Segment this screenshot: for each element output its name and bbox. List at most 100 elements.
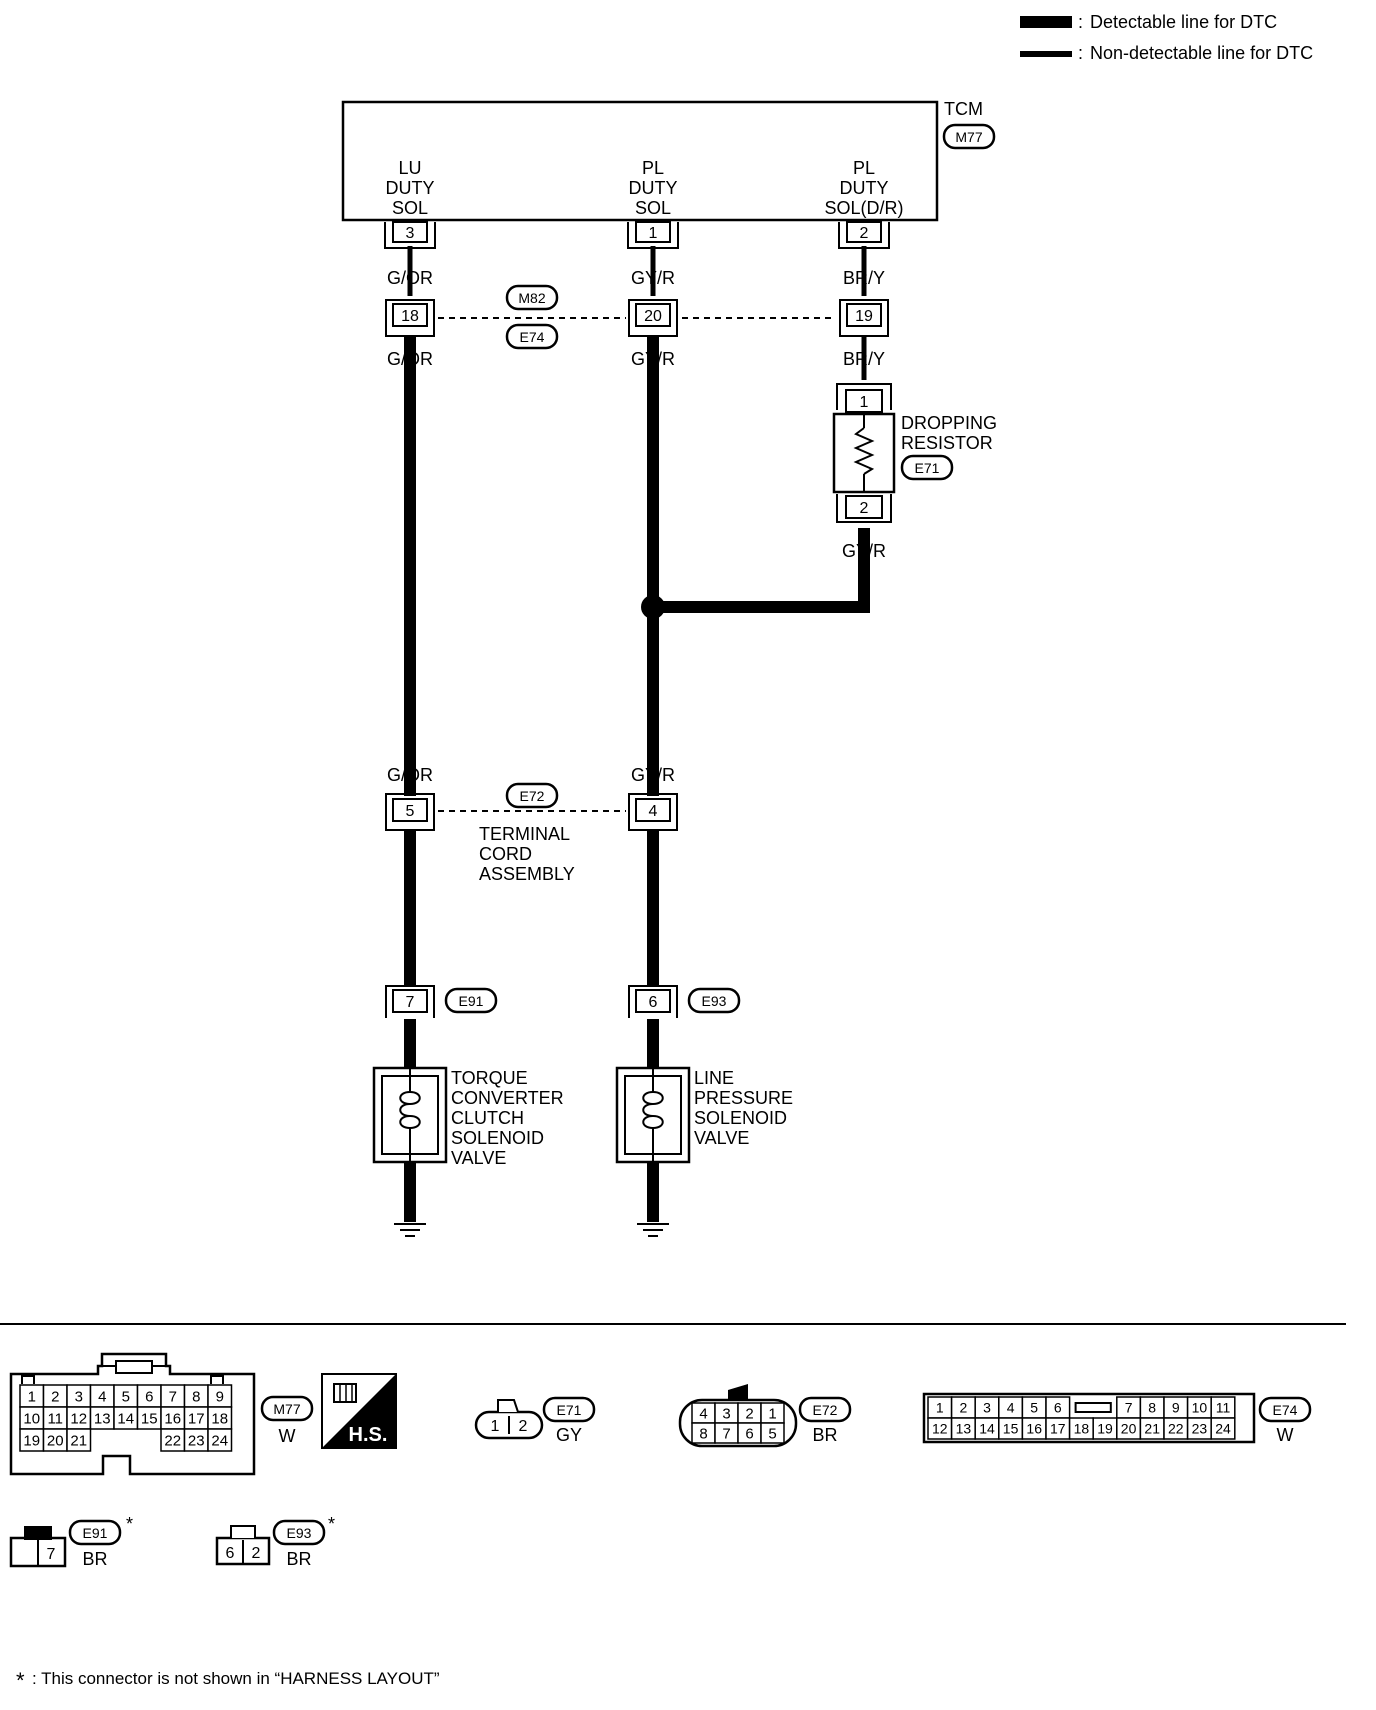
connector-e74-pin-19: 19 — [1097, 1421, 1113, 1437]
connector-e74-id: E74 — [1273, 1402, 1298, 1418]
connector-e74-pin-5: 5 — [1030, 1400, 1038, 1416]
wire-color-pl-upper: GY/R — [631, 268, 675, 288]
connector-e93-pin-6: 6 — [226, 1545, 235, 1562]
connector-m77-pin-9: 9 — [216, 1388, 224, 1405]
connector-e74-pin-24-cell — [1210, 1417, 1236, 1440]
tcm-connector-badge — [942, 123, 996, 150]
terminal-cord-lower-wire-2: R — [647, 846, 660, 866]
ground-icon — [637, 1223, 669, 1237]
terminal-cord-upper-wire-1: G/OR — [387, 765, 433, 785]
junction-connector-id-m82: M82 — [518, 290, 545, 306]
connector-e91-star: * — [126, 1514, 133, 1534]
connector-m77-pin-23: 23 — [188, 1432, 205, 1449]
junction-pin-19-number: 19 — [855, 308, 873, 325]
connector-e72-pin-1: 1 — [768, 1405, 776, 1422]
terminal-cord-pin-5-number: 5 — [406, 803, 415, 820]
solenoid-1-name-line-5: VALVE — [451, 1148, 506, 1168]
connector-m77-pin-15: 15 — [141, 1410, 158, 1427]
connector-e93-pin-2: 2 — [252, 1545, 261, 1562]
connector-e74-pin-9: 9 — [1172, 1400, 1180, 1416]
connector-e74-pin-2: 2 — [960, 1400, 968, 1416]
connector-e91-pin-7: 7 — [47, 1546, 56, 1563]
junction-connector: G/OR GY/R BR/Y G/OR GY/R BR/Y 18 20 19 M… — [385, 268, 889, 369]
connector-m77-pin-2: 2 — [51, 1388, 59, 1405]
connector-e71-id: E71 — [557, 1402, 582, 1418]
resistor-name-line-2: RESISTOR — [901, 433, 993, 453]
connector-m77-pin-13: 13 — [94, 1410, 111, 1427]
connector-m77-pin-14: 14 — [117, 1410, 134, 1427]
connector-m77-pin-17: 17 — [188, 1410, 205, 1427]
junction-connector-badge-m82 — [505, 284, 559, 311]
solenoid-1-name-line-4: SOLENOID — [451, 1128, 544, 1148]
dropping-resistor: 1 2 DROPPING RESISTOR E71 GY/R — [832, 383, 997, 561]
connector-m77-pin-18: 18 — [211, 1410, 228, 1427]
connector-e71-color: GY — [556, 1425, 582, 1445]
connector-view-e93: 6 2 E93 * BR — [215, 1514, 335, 1569]
connector-e91-color: BR — [82, 1549, 107, 1569]
torque-converter-clutch-solenoid: TORQUE CONVERTER CLUTCH SOLENOID VALVE — [372, 1066, 564, 1168]
legend: : Detectable line for DTC : Non-detectab… — [1020, 12, 1313, 63]
connector-view-e91: 7 E91 * BR — [9, 1514, 133, 1569]
tcm-pin-pldr: 2 — [838, 221, 890, 249]
connector-e72-pin-3: 3 — [722, 1405, 730, 1422]
connector-e74-badge — [1258, 1396, 1312, 1423]
connector-m77-pin-7: 7 — [169, 1388, 177, 1405]
connector-e91-badge — [68, 1519, 122, 1546]
connector-view-e71: 1 2 E71 GY — [474, 1396, 596, 1445]
tcm-term-3-line-3: SOL(D/R) — [824, 198, 903, 218]
tcm-term-3-line-2: DUTY — [840, 178, 889, 198]
connector-e71-pin-1: 1 — [491, 1418, 500, 1435]
terminal-cord-pin-5: 5 — [385, 793, 435, 831]
connector-e74-pin-7: 7 — [1125, 1400, 1133, 1416]
wire-color-pl-lower: GY/R — [631, 349, 675, 369]
wire-color-lu-lower: G/OR — [387, 349, 433, 369]
connector-e74-pin-14: 14 — [979, 1421, 995, 1437]
legend-thin-line-swatch — [1020, 51, 1072, 57]
connector-e74-color: W — [1277, 1425, 1294, 1445]
connector-e74-pin-24: 24 — [1215, 1421, 1231, 1437]
connector-e72-pin-4: 4 — [699, 1405, 707, 1422]
connector-e74-pin-15: 15 — [1003, 1421, 1019, 1437]
footnote-star: * — [16, 1668, 25, 1693]
connector-e93-color: BR — [286, 1549, 311, 1569]
connector-m77-pin-22: 22 — [164, 1432, 181, 1449]
legend-non-detectable-label: Non-detectable line for DTC — [1090, 43, 1313, 63]
terminal-cord-name-line-2: CORD — [479, 844, 532, 864]
junction-connector-badge-e74 — [505, 323, 559, 350]
legend-thick-line-swatch — [1020, 16, 1072, 28]
tcm-term-2-line-1: PL — [642, 158, 664, 178]
tcm-pin-pl-number: 1 — [649, 225, 658, 242]
solenoid-1-connector-badge — [444, 987, 498, 1014]
tcm-term-2-line-2: DUTY — [629, 178, 678, 198]
connector-m77-pin-20: 20 — [47, 1432, 64, 1449]
connector-m77-pin-1: 1 — [28, 1388, 36, 1405]
terminal-cord-connector-badge — [505, 782, 559, 809]
connector-e74-pin-10: 10 — [1192, 1400, 1208, 1416]
resistor-connector-badge — [900, 454, 954, 481]
connector-m77-pin-5: 5 — [122, 1388, 130, 1405]
solenoid-1-wire-color: B — [404, 1033, 416, 1053]
connector-m77-pin-16: 16 — [164, 1410, 181, 1427]
legend-colon-2: : — [1078, 43, 1083, 63]
connector-e72-color: BR — [812, 1425, 837, 1445]
junction-connector-id-e74: E74 — [520, 329, 545, 345]
connector-e74-pin-21: 21 — [1144, 1421, 1160, 1437]
terminal-cord-pin-4: 4 — [628, 793, 678, 831]
connector-e72-pin-8: 8 — [699, 1425, 707, 1442]
resistor-pin-1-number: 1 — [860, 394, 869, 411]
splice-point — [641, 595, 665, 619]
connector-e74-pin-23: 23 — [1192, 1421, 1208, 1437]
solenoid-connector-e91: 7 E91 B — [385, 985, 498, 1053]
wiring — [404, 246, 870, 1222]
junction-pin-18: 18 — [385, 299, 435, 337]
resistor-name-line-1: DROPPING — [901, 413, 997, 433]
terminal-cord-assembly: G/OR GY/R 5 4 E72 TERMINAL CORD ASSEMBLY… — [385, 765, 678, 884]
connector-e72-pin-2: 2 — [745, 1405, 753, 1422]
connector-e93-id: E93 — [287, 1525, 312, 1541]
solenoid-2-name-line-2: PRESSURE — [694, 1088, 793, 1108]
solenoid-2-connector-id: E93 — [702, 993, 727, 1009]
wire-color-lu-upper: G/OR — [387, 268, 433, 288]
